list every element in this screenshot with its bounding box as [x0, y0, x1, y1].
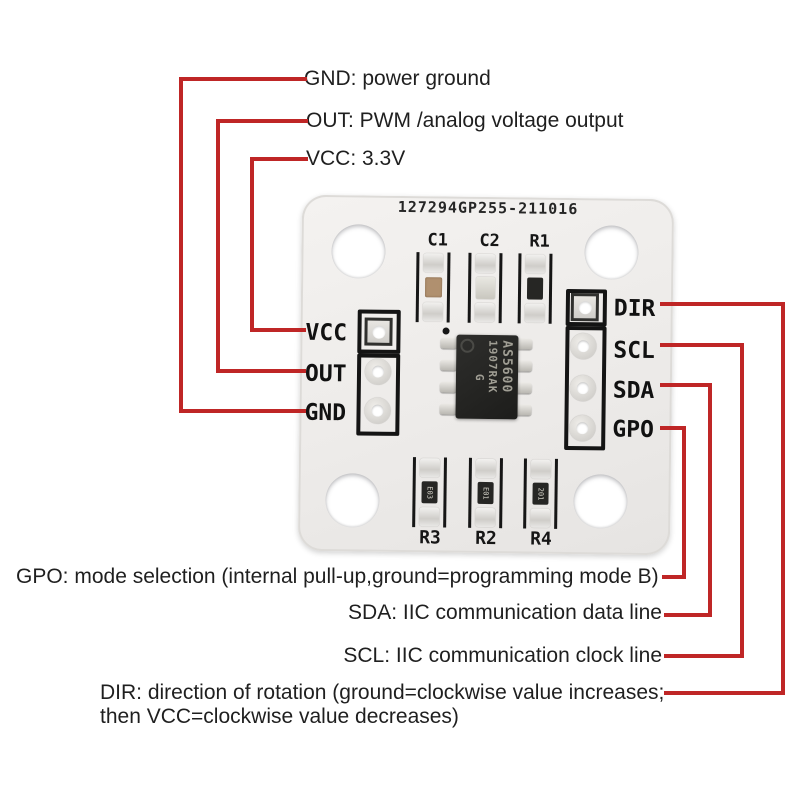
- connector-out-vertical: [216, 119, 220, 373]
- pin-hole: [576, 382, 589, 395]
- connector-out-board: [216, 369, 306, 373]
- pcb-board: 127294GP255-211016 C1 C2 R1 E03: [297, 194, 675, 556]
- chip-pin: [440, 337, 458, 349]
- solder-pad: [524, 303, 545, 323]
- connector-sda-bottom: [664, 613, 712, 617]
- annotation-dir: DIR: direction of rotation (ground=clock…: [100, 681, 664, 729]
- pin-pad-gnd: [364, 397, 391, 424]
- pin-hole: [577, 340, 590, 353]
- solder-pad: [422, 302, 443, 322]
- connector-gpo-bottom: [662, 575, 686, 579]
- pin-label-gpo: GPO: [612, 416, 655, 444]
- connector-dir-vertical: [781, 302, 785, 695]
- solder-pad: [475, 507, 496, 528]
- resistor-r1-body: [526, 277, 544, 300]
- annotation-out: OUT: PWM /analog voltage output: [306, 109, 624, 132]
- connector-gpo-board: [660, 426, 686, 430]
- mounting-hole-top-left: [331, 224, 386, 279]
- board-serial-number: 127294GP255-211016: [397, 197, 579, 219]
- connector-vcc-top: [250, 157, 308, 161]
- solder-pad: [530, 508, 551, 528]
- solder-pad: [525, 254, 546, 274]
- pin-label-sda: SDA: [612, 377, 655, 405]
- as5600-chip: AS5600 1907RAK G: [455, 334, 519, 420]
- chip-pin: [439, 381, 457, 393]
- pin-pad-dir: [570, 293, 600, 322]
- component-c2: [467, 252, 503, 324]
- annotation-scl: SCL: IIC communication clock line: [343, 644, 662, 667]
- solder-pad: [474, 302, 495, 323]
- pin-hole: [371, 365, 385, 378]
- annotation-vcc: VCC: 3.3V: [306, 147, 406, 170]
- connector-gpo-vertical: [682, 426, 686, 579]
- chip-pin: [439, 403, 457, 415]
- component-ref-r1: R1: [529, 231, 550, 252]
- chip-marking: AS5600 1907RAK G: [473, 340, 515, 416]
- resistor-r4-code: 201: [536, 487, 545, 501]
- connector-scl-bottom: [664, 654, 744, 658]
- pin-label-vcc: VCC: [305, 319, 348, 347]
- component-ref-r4: R4: [530, 528, 552, 550]
- resistor-r3-body: E03: [421, 481, 438, 504]
- resistor-r3-code: E03: [425, 485, 434, 499]
- chip-marking-line3: G: [472, 373, 487, 382]
- resistor-r4-body: 201: [532, 482, 549, 505]
- solder-pad: [419, 458, 440, 478]
- solder-pad: [423, 253, 444, 273]
- connector-gnd-board: [179, 409, 306, 413]
- annotation-gpo: GPO: mode selection (internal pull-up,gr…: [16, 565, 659, 588]
- connector-sda-board: [660, 383, 712, 387]
- solder-pad: [530, 459, 551, 479]
- pin-hole: [576, 422, 589, 435]
- chip-pin: [440, 359, 458, 371]
- capacitor-c2-body: [475, 276, 495, 300]
- pin-label-scl: SCL: [613, 337, 656, 365]
- annotation-dir-line1: DIR: direction of rotation (ground=clock…: [100, 681, 665, 704]
- pin-label-dir: DIR: [613, 295, 656, 323]
- solder-pad: [419, 507, 440, 527]
- component-r4: 201: [523, 458, 558, 529]
- component-r3: E03: [412, 457, 447, 528]
- component-r2: E01: [468, 457, 503, 529]
- pin-pad-scl: [570, 333, 597, 360]
- connector-gnd-top: [179, 77, 307, 81]
- annotation-dir-line2: then VCC=clockwise value decreases): [100, 705, 459, 728]
- capacitor-c1-body: [424, 277, 442, 298]
- connector-gnd-vertical: [179, 77, 183, 413]
- chip-marking-line2: 1907RAK: [485, 340, 500, 394]
- resistor-r2-body: E01: [477, 481, 494, 505]
- pin-label-gnd: GND: [304, 399, 347, 427]
- connector-scl-vertical: [740, 343, 744, 658]
- component-ref-c2: C2: [479, 230, 500, 252]
- pin-label-out: OUT: [304, 360, 347, 388]
- pin-pad-vcc: [364, 317, 393, 346]
- annotation-gnd: GND: power ground: [304, 67, 491, 90]
- annotation-sda: SDA: IIC communication data line: [348, 601, 662, 624]
- connector-vcc-vertical: [250, 157, 254, 332]
- mounting-hole-bottom-right: [573, 474, 628, 529]
- mounting-hole-top-right: [584, 225, 639, 280]
- connector-vcc-board: [250, 328, 306, 332]
- connector-scl-board: [660, 343, 744, 347]
- connector-dir-board: [660, 302, 785, 306]
- component-c1: [415, 252, 451, 323]
- mounting-hole-bottom-left: [325, 473, 380, 528]
- component-ref-r2: R2: [475, 527, 497, 550]
- pin-hole: [371, 325, 386, 339]
- connector-dir-bottom: [664, 691, 785, 695]
- chip-marking-line1: AS5600: [498, 340, 515, 394]
- connector-sda-vertical: [708, 383, 712, 617]
- solder-pad: [475, 458, 496, 479]
- connector-out-top: [216, 119, 308, 123]
- component-ref-r3: R3: [419, 527, 441, 549]
- pin-hole: [578, 300, 592, 314]
- solder-pad: [475, 253, 496, 274]
- resistor-r2-code: E01: [481, 486, 490, 500]
- silkscreen-pin1-dot: [442, 327, 450, 335]
- pin-hole: [371, 404, 384, 417]
- component-r1: [517, 253, 553, 324]
- component-ref-c1: C1: [427, 230, 448, 251]
